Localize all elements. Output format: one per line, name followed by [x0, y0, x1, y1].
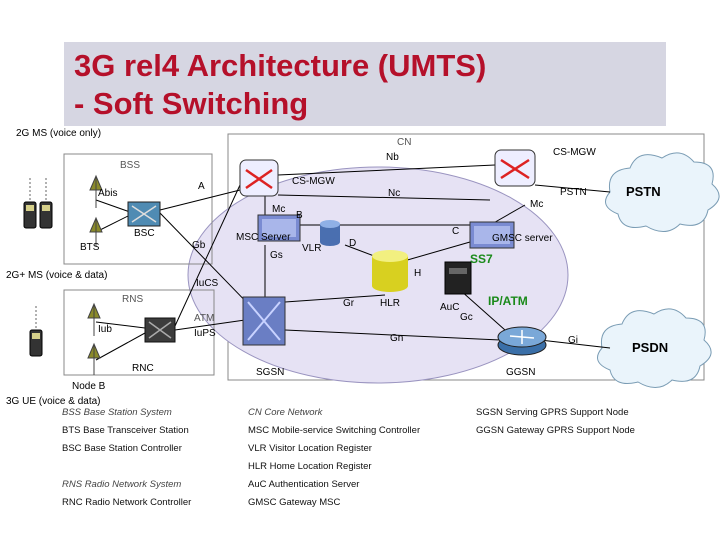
label-psdn-cloud: PSDN — [632, 340, 669, 355]
title-line-2: - Soft Switching — [74, 86, 309, 121]
label-gn: Gn — [390, 333, 404, 344]
legend-vlr: VLR Visitor Location Register — [248, 443, 372, 454]
label-rnc: RNC — [132, 363, 154, 374]
label-gb: Gb — [192, 240, 206, 251]
legend-hlr: HLR Home Location Register — [248, 461, 372, 472]
rns-boundary — [63, 289, 215, 376]
vlr-node — [320, 220, 340, 246]
label-a: A — [198, 181, 205, 192]
label-cn: CN — [397, 137, 412, 148]
label-3g-ue: 3G UE (voice & data) — [6, 396, 101, 407]
label-node-b: Node B — [72, 381, 106, 392]
legend-cn: CN Core Network — [248, 407, 323, 418]
label-nb: Nb — [386, 152, 399, 163]
cs-mgw-right-node — [494, 149, 536, 187]
label-ggsn: GGSN — [506, 367, 536, 378]
label-d: D — [349, 238, 357, 249]
label-abis: Abis — [98, 188, 118, 199]
rnc-node — [144, 317, 176, 343]
label-pstn-link: PSTN — [560, 187, 587, 198]
label-gr: Gr — [343, 298, 355, 309]
label-mc-right: Mc — [530, 199, 544, 210]
label-gc: Gc — [460, 312, 473, 323]
label-hlr: HLR — [380, 298, 401, 309]
label-2g-plus-ms: 2G+ MS (voice & data) — [6, 270, 108, 281]
legend-ggsn: GGSN Gateway GPRS Support Node — [476, 425, 635, 436]
cs-mgw-left-node — [239, 159, 279, 197]
legend-bsc: BSC Base Station Controller — [62, 443, 182, 454]
bss-boundary — [63, 153, 213, 265]
label-cs-mgw-right: CS-MGW — [553, 147, 596, 158]
label-ip-atm: IP/ATM — [488, 294, 528, 308]
label-gmsc-server: GMSC server — [492, 233, 553, 244]
bts-tower-2 — [89, 216, 103, 246]
phone-2g-1 — [23, 201, 37, 229]
legend-auc: AuC Authentication Server — [248, 479, 360, 490]
label-atm: ATM — [194, 313, 215, 324]
title-line-1: 3G rel4 Architecture (UMTS) — [74, 48, 487, 83]
legend-rnc: RNC Radio Network Controller — [62, 497, 192, 508]
radio-links — [29, 176, 47, 328]
label-auc: AuC — [440, 302, 460, 313]
phone-3g — [29, 329, 43, 357]
label-iucs: IuCS — [196, 278, 219, 289]
label-iub: Iub — [98, 324, 112, 335]
sgsn-node — [242, 296, 286, 346]
node-b-tower-1 — [87, 302, 101, 336]
label-iups: IuPS — [194, 328, 216, 339]
legend-sgsn: SGSN Serving GPRS Support Node — [476, 407, 629, 418]
label-vlr: VLR — [302, 243, 322, 254]
bsc-node — [127, 201, 161, 227]
label-rns: RNS — [122, 294, 144, 305]
label-b: B — [296, 210, 303, 221]
label-bsc: BSC — [134, 228, 155, 239]
psdn-cloud — [597, 308, 712, 388]
gmsc-server-node — [469, 221, 515, 249]
node-b-tower-2 — [87, 342, 101, 375]
label-msc-server: MSC Server — [236, 232, 291, 243]
legend-msc: MSC Mobile-service Switching Controller — [248, 425, 421, 436]
label-c: C — [452, 226, 460, 237]
label-mc-left: Mc — [272, 204, 286, 215]
msc-server-node — [257, 214, 301, 242]
label-2g-ms: 2G MS (voice only) — [16, 128, 102, 139]
ggsn-node — [497, 326, 547, 356]
legend-bss: BSS Base Station System — [62, 407, 172, 418]
label-sgsn: SGSN — [256, 367, 285, 378]
label-cs-mgw-left: CS-MGW — [292, 176, 335, 187]
label-bts: BTS — [80, 242, 100, 253]
label-ss7: SS7 — [470, 252, 493, 266]
label-h: H — [414, 268, 422, 279]
label-gi: Gi — [568, 335, 578, 346]
label-pstn-cloud: PSTN — [626, 184, 661, 199]
legend-gmsc: GMSC Gateway MSC — [248, 497, 341, 508]
label-nc: Nc — [388, 188, 401, 199]
pstn-cloud — [605, 152, 720, 232]
label-bss: BSS — [120, 160, 141, 171]
phone-2g-2 — [39, 201, 53, 229]
bts-tower-1 — [89, 174, 103, 208]
title-box: 3G rel4 Architecture (UMTS) - Soft Switc… — [64, 42, 666, 126]
auc-node — [444, 261, 472, 295]
label-gs: Gs — [270, 250, 283, 261]
hlr-node — [372, 250, 408, 292]
legend-rns: RNS Radio Network System — [62, 479, 182, 490]
legend-bts: BTS Base Transceiver Station — [62, 425, 189, 436]
